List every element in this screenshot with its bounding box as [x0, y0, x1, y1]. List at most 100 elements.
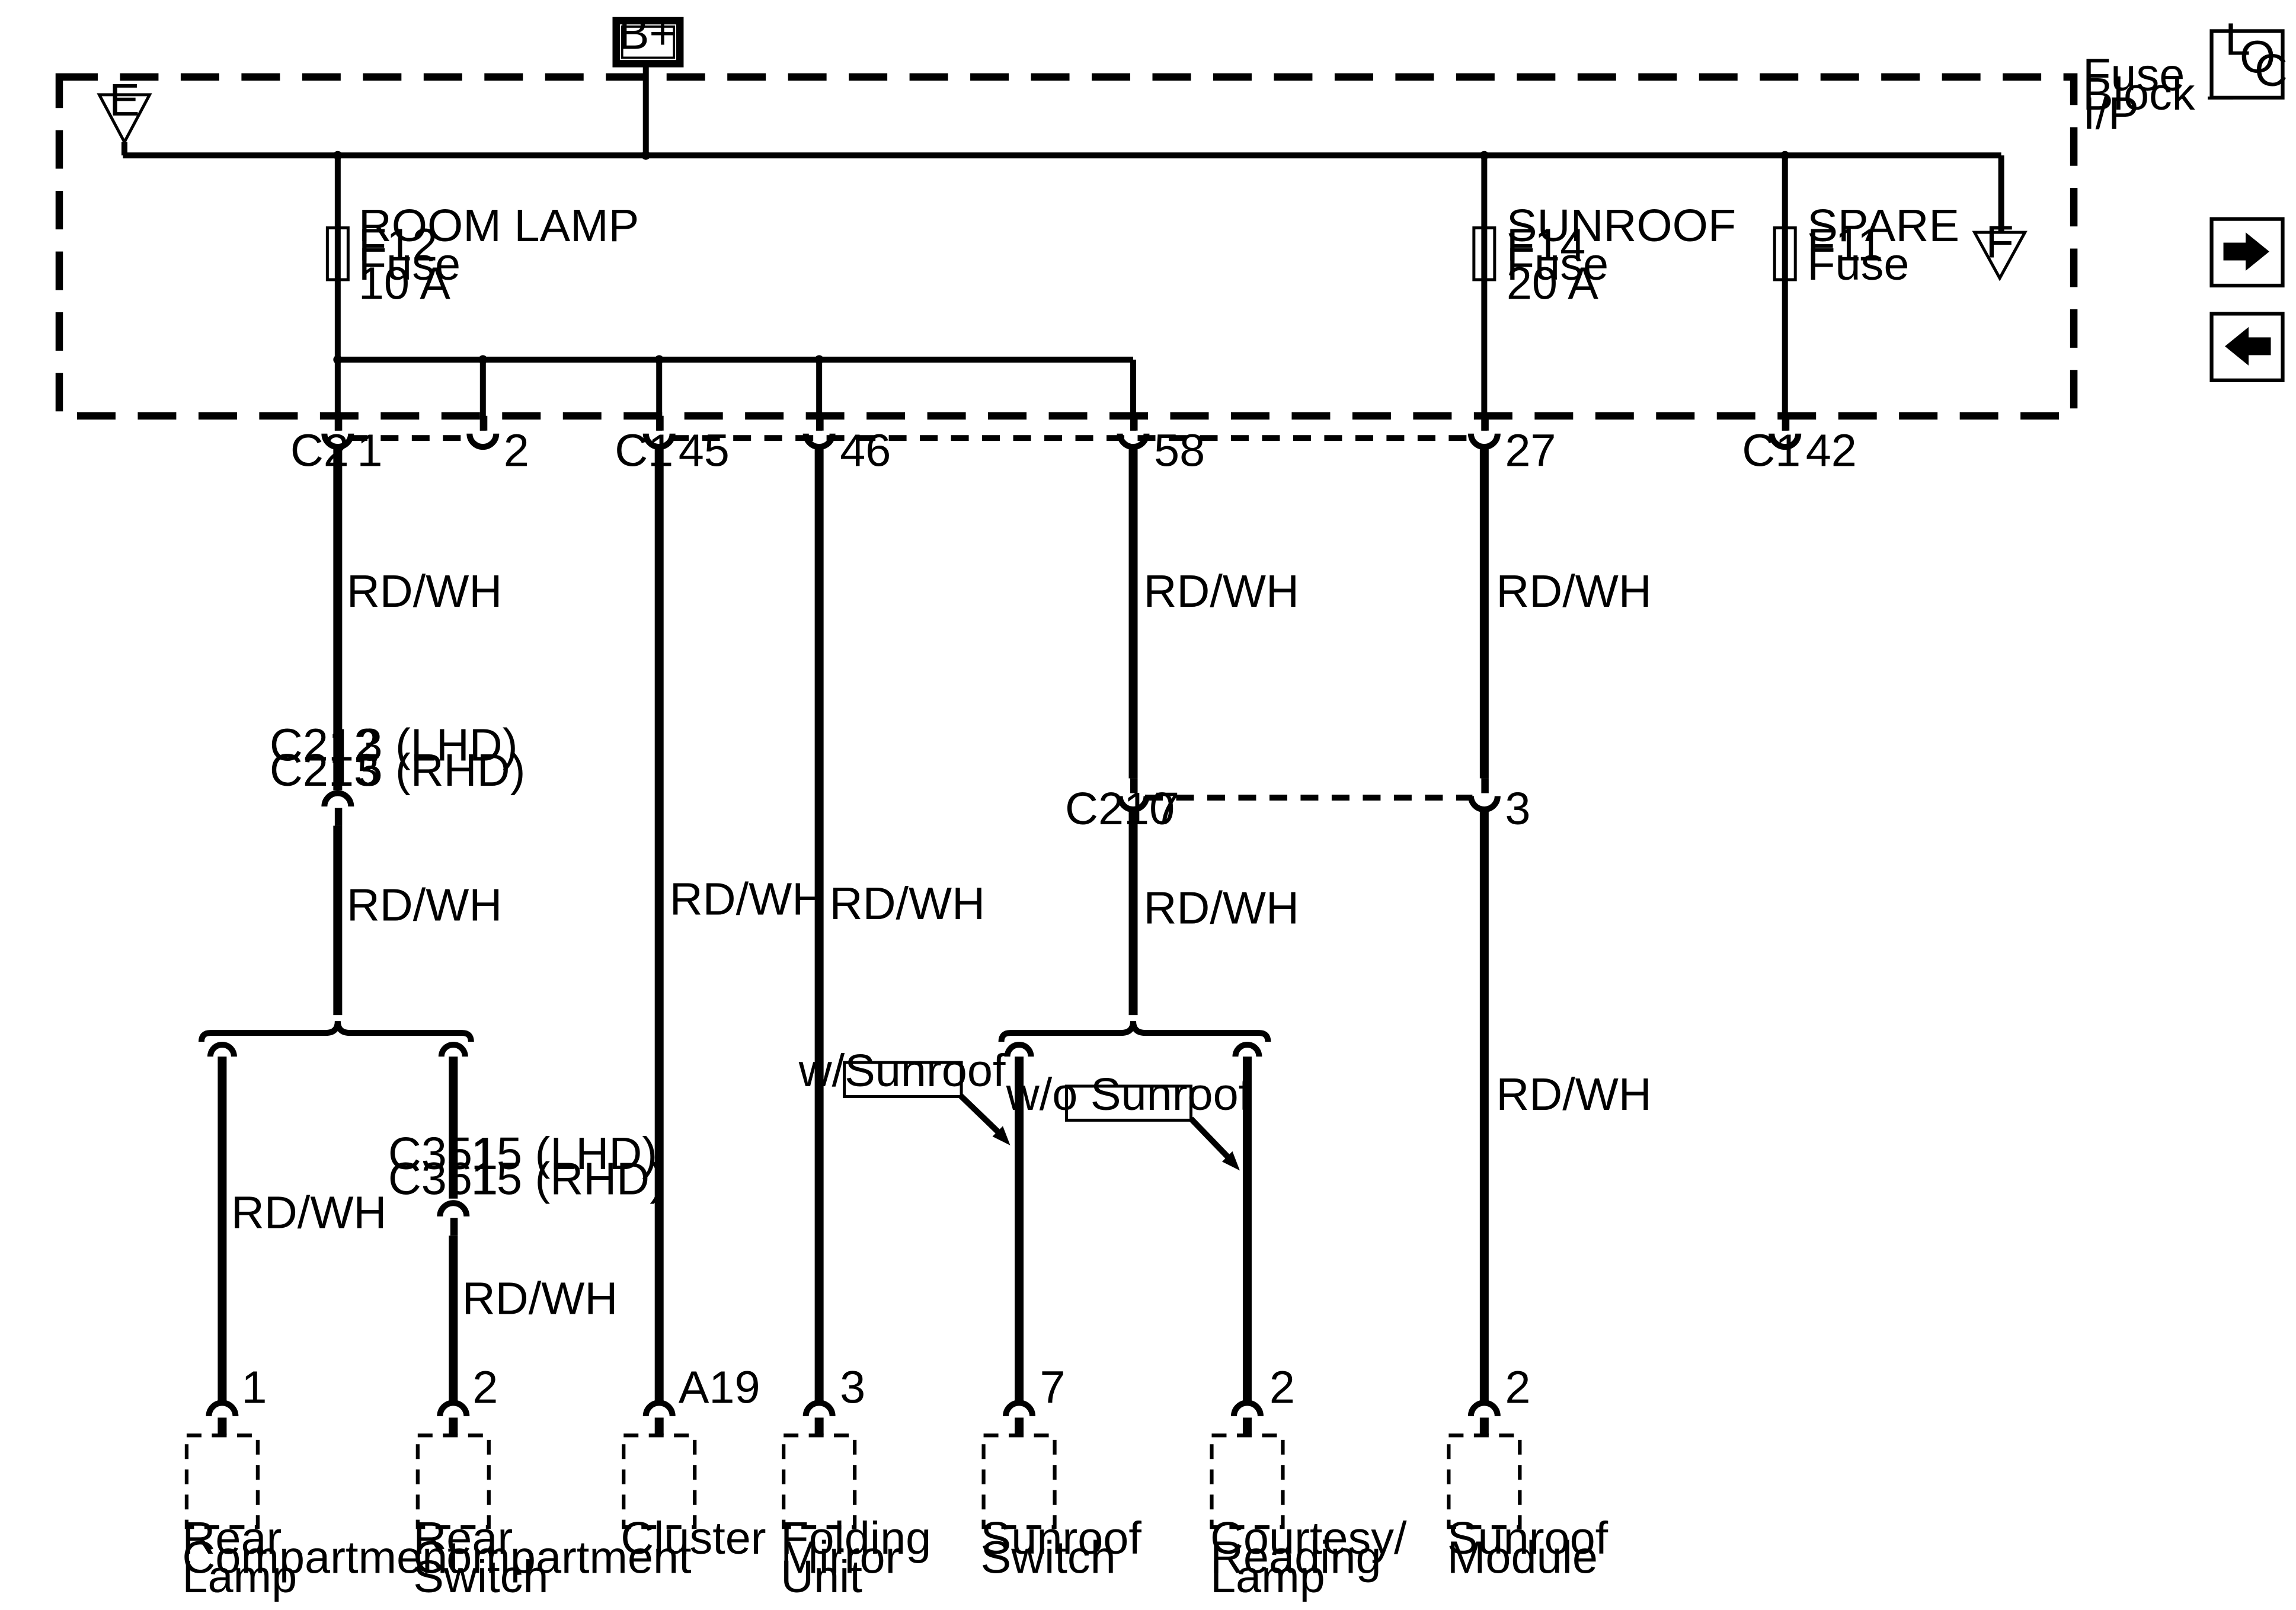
connector-c1-spare-label: C1: [1742, 425, 1801, 476]
wire-color-label: RD/WH: [347, 879, 502, 930]
connector-c213-pin: 5 (RHD): [357, 745, 525, 796]
connector-c1-pin42: 42: [1806, 425, 1857, 476]
option-without-sunroof-arrow-icon: [1221, 1151, 1240, 1171]
connector-c351-pin: 15 (LHD): [471, 1128, 657, 1179]
fuse-room-lamp-id: F12: [359, 220, 437, 271]
connector-terminals-top: [321, 415, 1802, 450]
component-label: Compartment: [182, 1532, 460, 1583]
connector-c1-pin58: 58: [1154, 425, 1205, 476]
wire-color-label: RD/WH: [1144, 566, 1299, 617]
component-courtesy-reading-lamp: 2 Courtesy/ Reading Lamp: [1210, 1362, 1407, 1602]
wire-color-label: RD/WH: [1496, 1069, 1651, 1120]
connector-c210-pin7: 7: [1154, 783, 1179, 834]
locator-c: C: [2255, 45, 2288, 96]
option-with-sunroof-label: w/Sunroof: [798, 1045, 1006, 1096]
locator-o: O: [2240, 31, 2275, 82]
fuse-block-label-3: I/P: [2083, 88, 2139, 139]
offpage-f-icon: [1972, 231, 2028, 281]
component-rear-compartment-switch: 2 Rear Compartment Switch: [413, 1362, 691, 1602]
connector-c212-pin: 3 (LHD): [357, 720, 517, 771]
component-label: Lamp: [182, 1551, 297, 1602]
component-label: Rear: [182, 1513, 282, 1564]
connector-c212-label: C212: [270, 720, 379, 771]
component-label: Cluster: [621, 1513, 766, 1564]
component-label: Sunroof: [981, 1513, 1142, 1564]
component-cluster: A19 Cluster: [621, 1362, 766, 1564]
component-folding-mirror-unit: 3 Folding Mirror Unit: [781, 1362, 931, 1602]
connector-c1-pin27: 27: [1505, 425, 1556, 476]
previous-page-button[interactable]: [2209, 312, 2285, 382]
connector-c210-pin3: 3: [1505, 783, 1530, 834]
option-with-sunroof-box: [843, 1061, 963, 1098]
wire-color-label: RD/WH: [231, 1188, 386, 1238]
component-pin: 2: [1269, 1362, 1295, 1413]
fuse-block-label-1: Fuse: [2083, 49, 2185, 100]
connector-c213-label: C213: [270, 745, 379, 796]
component-pin: 3: [840, 1362, 865, 1413]
fuse-room-lamp-name: ROOM LAMP: [359, 200, 639, 251]
component-rear-compartment-lamp: 1 Rear Compartment Lamp: [182, 1362, 460, 1602]
fuse-block-label-2: Block –: [2083, 69, 2234, 120]
next-page-button[interactable]: [2209, 217, 2285, 288]
connector-c361-pin: 15 (RHD): [471, 1153, 665, 1204]
fuse-room-lamp-type: Fuse: [359, 239, 461, 290]
connector-c2-pin1: 1: [357, 425, 382, 476]
component-label: Mirror: [781, 1532, 900, 1583]
component-pin: 2: [472, 1362, 498, 1413]
connector-c361-label: C361: [388, 1153, 498, 1204]
fuse-sunroof-rating: 20 A: [1507, 258, 1598, 309]
component-pin: 7: [1040, 1362, 1066, 1413]
component-pin: A19: [679, 1362, 760, 1413]
option-with-sunroof-arrow-icon: [992, 1126, 1011, 1145]
wire-color-label: RD/WH: [670, 873, 825, 924]
fuse-sunroof-name: SUNROOF: [1507, 200, 1736, 251]
component-label: Switch: [413, 1551, 548, 1602]
fuse-sunroof-type: Fuse: [1507, 239, 1609, 290]
arrow-right-icon: [2223, 232, 2270, 271]
component-label: Unit: [781, 1551, 862, 1602]
wire-color-label: RD/WH: [347, 566, 502, 617]
wire-color-label: RD/WH: [1496, 566, 1651, 617]
splice-bracket-left: [198, 1020, 474, 1042]
inline-connector-c351: [437, 1200, 470, 1236]
offpage-f-label: F: [1985, 217, 2013, 268]
component-sunroof-switch: 7 Sunroof Switch: [981, 1362, 1142, 1583]
fuse-room-lamp-rating: 10 A: [359, 258, 450, 309]
component-label: Switch: [981, 1532, 1116, 1583]
locator-l: L: [2225, 14, 2250, 65]
fuse-spare-type: Fuse: [1807, 239, 1909, 290]
component-label: Lamp: [1210, 1551, 1325, 1602]
offpage-e-label: E: [109, 75, 140, 126]
fuse-sunroof-id: F14: [1507, 220, 1585, 271]
component-label: Sunroof: [1447, 1513, 1609, 1564]
fuse-spare-name: SPARE: [1807, 200, 1959, 251]
wire-color-label: RD/WH: [462, 1273, 618, 1324]
connector-c2-pin2: 2: [504, 425, 529, 476]
component-pin: 1: [241, 1362, 267, 1413]
component-label: Rear: [413, 1513, 513, 1564]
option-without-sunroof-box: [1065, 1084, 1192, 1122]
fuse-spare-id: F11: [1807, 220, 1883, 271]
offpage-e-icon: [97, 93, 152, 146]
connector-c351-label: C351: [388, 1128, 498, 1179]
component-label: Module: [1447, 1532, 1598, 1583]
battery-positive-label: B+: [619, 8, 676, 59]
wire-color-label: RD/WH: [1144, 882, 1299, 933]
component-label: Courtesy/: [1210, 1513, 1407, 1564]
inline-connector-c212: [321, 790, 354, 826]
fuse-block-outline: [55, 73, 2078, 420]
connector-c1-pin46: 46: [840, 425, 891, 476]
component-pin: 2: [1505, 1362, 1530, 1413]
connector-c1-pin45: 45: [679, 425, 730, 476]
locator-button[interactable]: L O C: [2209, 14, 2288, 100]
component-label: Reading: [1210, 1532, 1382, 1583]
component-label: Folding: [781, 1513, 931, 1564]
component-label: Compartment: [413, 1532, 691, 1583]
option-without-sunroof-label: w/o Sunroof: [1006, 1069, 1252, 1120]
connector-c1-label: C1: [615, 425, 673, 476]
wire-color-label: RD/WH: [830, 878, 985, 929]
component-sunroof-module: 2 Sunroof Module: [1447, 1362, 1609, 1583]
arrow-left-icon: [2225, 327, 2271, 366]
splice-bracket-right: [998, 1020, 1271, 1042]
